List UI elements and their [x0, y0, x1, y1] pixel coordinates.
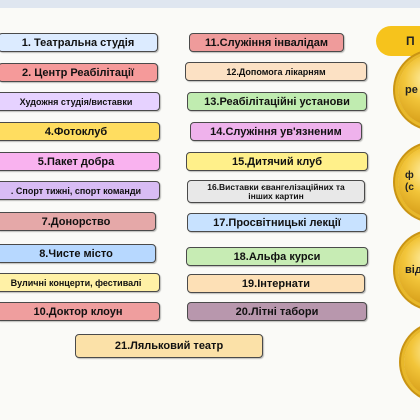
item-boarding-schools: 19.Інтернати	[187, 274, 365, 293]
item-alpha-courses: 18.Альфа курси	[186, 247, 368, 266]
header-ribbon: П	[376, 26, 420, 56]
medal-2: ф (с	[398, 146, 420, 218]
item-education-lectures: 17.Просвітницькі лекції	[187, 213, 367, 232]
item-hospital-help: 12.Допомога лікарням	[185, 62, 367, 81]
item-kindness-package: 5.Пакет добра	[0, 152, 160, 171]
item-art-studio: Художня студія/виставки	[0, 92, 160, 111]
medal-1: ре	[398, 54, 420, 126]
item-blood-donation: 7.Донорство	[0, 212, 156, 231]
item-theater-studio: 1. Театральна студія	[0, 33, 158, 52]
item-photo-club: 4.Фотоклуб	[0, 122, 160, 141]
item-children-club: 15.Дитячий клуб	[186, 152, 368, 171]
item-rehab-center: 2. Центр Реабілітації	[0, 63, 158, 82]
medal-4	[404, 326, 420, 398]
top-bar	[0, 0, 420, 8]
item-puppet-theater: 21.Ляльковий театр	[75, 334, 263, 358]
item-street-concerts: Вуличні концерти, фестивалі	[0, 273, 160, 292]
item-clean-city: 8.Чисте місто	[0, 244, 156, 263]
item-doctor-clown: 10.Доктор клоун	[0, 302, 160, 321]
item-sports-weeks: . Спорт тижні, спорт команди	[0, 181, 160, 200]
item-rehab-institutions: 13.Реабілітаційні установи	[187, 92, 367, 111]
item-prisoner-ministry: 14.Служіння ув'язненим	[190, 122, 362, 141]
item-summer-camps: 20.Літні табори	[187, 302, 367, 321]
medal-3: від	[398, 234, 420, 306]
item-disabled-ministry: 11.Служіння інвалідам	[189, 33, 344, 52]
